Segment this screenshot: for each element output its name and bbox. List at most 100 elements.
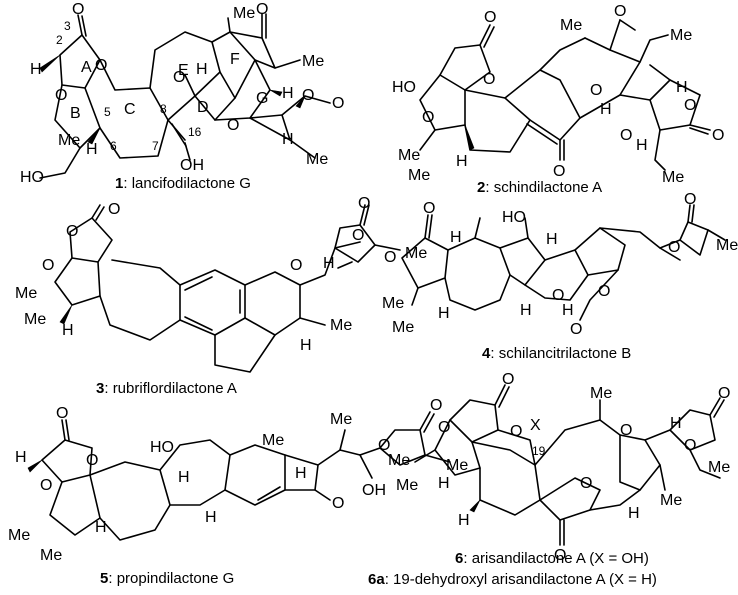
svg-text:8: 8: [160, 102, 167, 116]
svg-text:C: C: [124, 101, 136, 118]
svg-text:O: O: [502, 371, 514, 388]
svg-text:H: H: [196, 61, 208, 78]
svg-text:Me: Me: [262, 432, 284, 449]
svg-text:O: O: [173, 69, 185, 86]
svg-text:O: O: [590, 82, 602, 99]
svg-text:Me: Me: [590, 385, 612, 402]
svg-text:O: O: [332, 495, 344, 512]
svg-text:O: O: [56, 405, 68, 422]
compound-2-structure: [419, 19, 711, 171]
svg-text:3: 3: [64, 19, 71, 33]
svg-text:HO: HO: [392, 79, 416, 96]
svg-text:OH: OH: [180, 157, 204, 174]
svg-text:Me: Me: [306, 151, 328, 168]
svg-text:Me: Me: [662, 169, 684, 186]
svg-text:O: O: [384, 249, 396, 266]
svg-text:O: O: [302, 87, 314, 104]
svg-text:Me: Me: [716, 237, 738, 254]
svg-text:Me: Me: [408, 167, 430, 184]
svg-text:O: O: [430, 397, 442, 414]
svg-text:H: H: [282, 131, 294, 148]
svg-text:O: O: [668, 239, 680, 256]
svg-text:H: H: [295, 465, 307, 482]
svg-text:O: O: [66, 223, 78, 240]
svg-text:H: H: [670, 415, 682, 432]
svg-text:H: H: [95, 519, 107, 536]
svg-text:Me: Me: [8, 527, 30, 544]
svg-text:H: H: [323, 255, 335, 272]
svg-text:G: G: [256, 90, 268, 107]
svg-text:OH: OH: [362, 482, 386, 499]
svg-text:H: H: [282, 85, 294, 102]
compound-3-atom-labels: O O O Me Me H O H Me H O O Me: [15, 195, 427, 354]
compound-4-atom-labels: O O Me Me H H HO H H H O O O O O Me: [382, 191, 738, 338]
svg-text:Me: Me: [382, 295, 404, 312]
svg-text:H: H: [600, 101, 612, 118]
svg-text:O: O: [684, 191, 696, 208]
svg-text:O: O: [72, 1, 84, 18]
svg-text:O: O: [95, 57, 107, 74]
svg-text:H: H: [562, 302, 574, 319]
svg-text:O: O: [438, 419, 450, 436]
caption-compound-5: 5: propindilactone G: [100, 570, 234, 587]
svg-text:O: O: [712, 127, 724, 144]
svg-text:O: O: [42, 257, 54, 274]
svg-text:O: O: [378, 437, 390, 454]
svg-text:Me: Me: [233, 5, 255, 22]
svg-text:Me: Me: [302, 53, 324, 70]
svg-text:O: O: [554, 547, 566, 564]
compound-5-atom-labels: O O O H Me Me H HO H H Me H O Me OH O O …: [8, 397, 468, 564]
svg-text:O: O: [422, 109, 434, 126]
svg-text:O: O: [290, 257, 302, 274]
svg-text:Me: Me: [396, 477, 418, 494]
compound-3-structure: [54, 204, 401, 373]
caption-compound-6: 6: arisandilactone A (X = OH): [455, 550, 649, 567]
svg-text:E: E: [178, 62, 189, 79]
svg-text:O: O: [484, 9, 496, 26]
svg-text:X: X: [530, 417, 541, 434]
svg-text:Me: Me: [15, 285, 37, 302]
svg-text:H: H: [546, 231, 558, 248]
caption-compound-3: 3: rubriflordilactone A: [96, 380, 237, 397]
svg-text:H: H: [520, 302, 532, 319]
compound-6-structure: [414, 384, 725, 546]
svg-text:O: O: [684, 437, 696, 454]
svg-text:H: H: [636, 137, 648, 154]
svg-text:O: O: [552, 287, 564, 304]
svg-text:O: O: [718, 385, 730, 402]
caption-compound-1: 1: lancifodilactone G: [115, 175, 251, 192]
svg-text:O: O: [614, 3, 626, 20]
caption-compound-2: 2: schindilactone A: [477, 179, 602, 196]
svg-text:O: O: [358, 195, 370, 212]
svg-text:H: H: [456, 153, 468, 170]
svg-text:O: O: [256, 1, 268, 18]
svg-text:H: H: [438, 305, 450, 322]
svg-text:Me: Me: [398, 147, 420, 164]
svg-text:O: O: [352, 227, 364, 244]
svg-text:Me: Me: [40, 547, 62, 564]
svg-text:H: H: [178, 469, 190, 486]
svg-text:O: O: [598, 283, 610, 300]
svg-text:Me: Me: [24, 311, 46, 328]
svg-text:Me: Me: [58, 132, 80, 149]
svg-text:Me: Me: [660, 492, 682, 509]
svg-text:O: O: [483, 71, 495, 88]
svg-text:O: O: [580, 475, 592, 492]
svg-text:Me: Me: [330, 317, 352, 334]
svg-text:O: O: [227, 117, 239, 134]
svg-text:HO: HO: [20, 169, 44, 186]
svg-text:16: 16: [188, 125, 202, 139]
compound-2-atom-labels: O O HO O Me Me H O Me O Me O H H O O O H…: [392, 3, 724, 186]
compound-6-atom-labels: O O X O Me Me H H O O Me O H H Me O O Me: [388, 371, 730, 564]
svg-text:Me: Me: [670, 27, 692, 44]
svg-text:Me: Me: [708, 459, 730, 476]
svg-text:H: H: [15, 449, 27, 466]
svg-text:H: H: [86, 141, 98, 158]
svg-text:O: O: [40, 477, 52, 494]
svg-text:D: D: [197, 99, 209, 116]
svg-text:Me: Me: [392, 319, 414, 336]
svg-text:H: H: [450, 229, 462, 246]
compound-1-atom-labels: O O O H H Me HO O OH Me O Me H H O O O M…: [20, 1, 344, 186]
svg-text:O: O: [55, 87, 67, 104]
svg-text:H: H: [628, 505, 640, 522]
